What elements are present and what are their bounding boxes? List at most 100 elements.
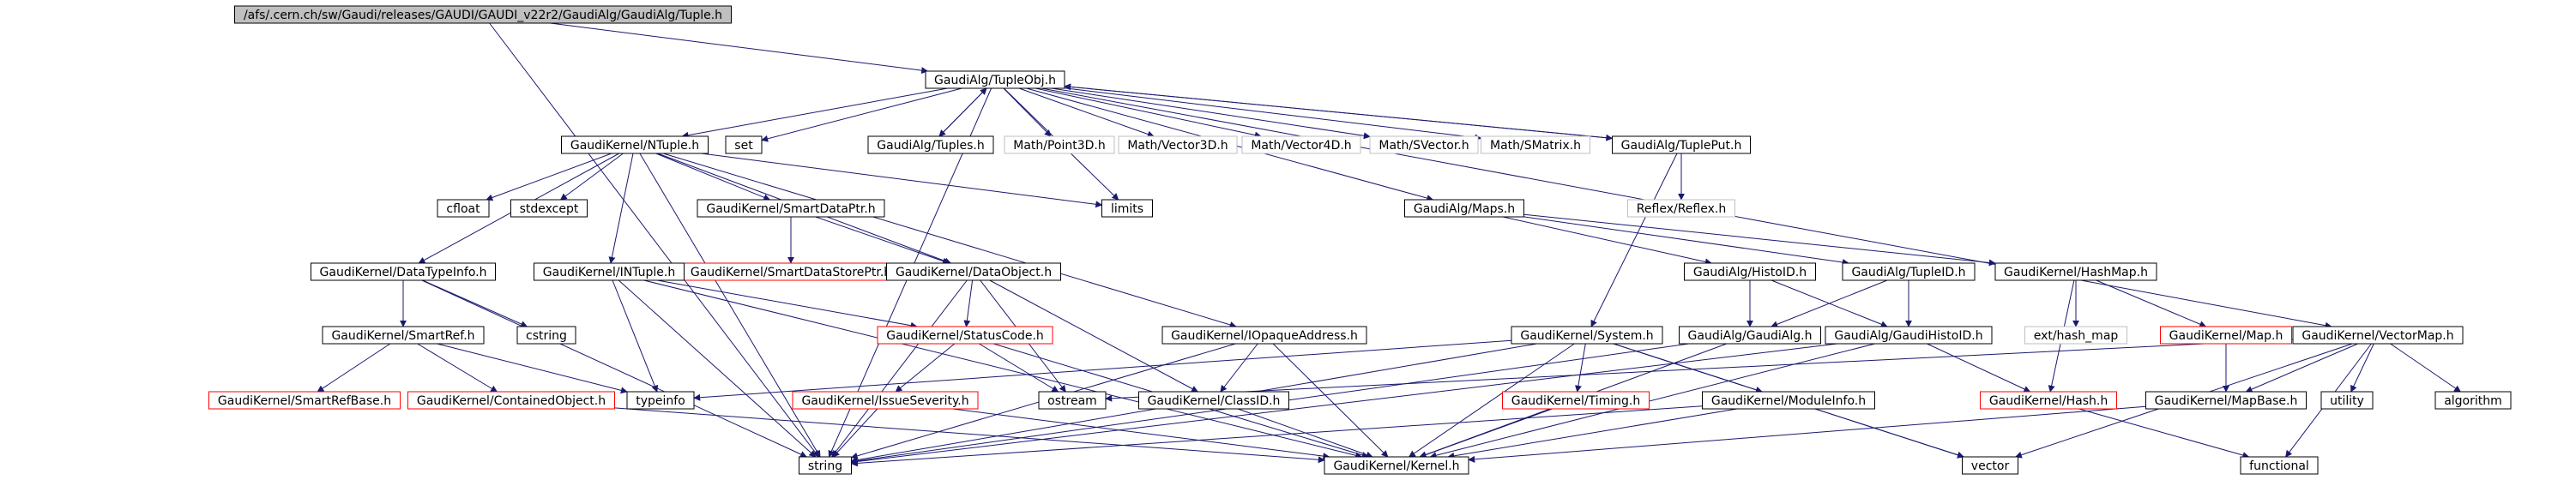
node-label-point3d: Math/Point3D.h: [1013, 139, 1106, 153]
node-label-tupleput: GaudiAlg/TuplePut.h: [1621, 139, 1742, 153]
edge-gaudihistoid-to-string: [850, 343, 1837, 465]
node-smatrix: Math/SMatrix.h: [1481, 135, 1590, 154]
edge-statuscode-to-issueseverity: [895, 343, 956, 393]
node-box-smartref: [322, 326, 485, 345]
edge-dataobject-to-string: [831, 279, 968, 458]
node-box-system: [1511, 326, 1663, 345]
node-box-mapbase: [2145, 391, 2307, 410]
node-ostream[interactable]: ostream: [1038, 391, 1107, 410]
node-label-gaudialg: GaudiAlg/GaudiAlg.h: [1688, 329, 1813, 343]
node-classid[interactable]: GaudiKernel/ClassID.h: [1138, 391, 1289, 410]
node-box-iopaque: [1161, 326, 1367, 345]
node-limits[interactable]: limits: [1101, 199, 1153, 218]
node-functional[interactable]: functional: [2240, 456, 2319, 475]
node-tupleid[interactable]: GaudiAlg/TupleID.h: [1842, 262, 1976, 281]
node-algorithm[interactable]: algorithm: [2434, 391, 2512, 410]
node-stdexcept[interactable]: stdexcept: [510, 199, 588, 218]
node-system[interactable]: GaudiKernel/System.h: [1511, 326, 1663, 345]
node-box-moduleinfo: [1702, 391, 1875, 410]
node-box-stdexcept: [510, 199, 588, 218]
node-label-limits: limits: [1111, 202, 1143, 216]
node-histoid[interactable]: GaudiAlg/HistoID.h: [1684, 262, 1816, 281]
node-reflex: Reflex/Reflex.h: [1627, 199, 1735, 218]
edge-intuple-to-kernel: [643, 279, 1363, 459]
node-statuscode[interactable]: GaudiKernel/StatusCode.h: [877, 326, 1053, 345]
node-vectormap[interactable]: GaudiKernel/VectorMap.h: [2292, 326, 2464, 345]
edge-root-to-tupleobj: [550, 22, 929, 75]
node-box-vector4d: [1241, 135, 1361, 154]
edge-tupleobj-to-smatrix: [1064, 87, 1482, 141]
node-smartdataptr[interactable]: GaudiKernel/SmartDataPtr.h: [697, 199, 885, 218]
edge-maps-to-histoid: [1502, 216, 1712, 266]
node-issueseverity[interactable]: GaudiKernel/IssueSeverity.h: [792, 391, 979, 410]
node-hashmap[interactable]: GaudiKernel/HashMap.h: [1994, 262, 2157, 281]
edge-tuples-to-tupleobj: [938, 87, 987, 137]
node-set[interactable]: set: [725, 135, 763, 154]
node-box-cfloat: [437, 199, 490, 218]
node-maps[interactable]: GaudiAlg/Maps.h: [1404, 199, 1524, 218]
node-typeinfo[interactable]: typeinfo: [626, 391, 695, 410]
node-label-stdexcept: stdexcept: [520, 202, 579, 216]
edge-vectormap-to-ostream: [1105, 339, 2294, 402]
node-label-intuple: GaudiKernel/INTuple.h: [543, 266, 675, 279]
node-exthashmap: ext/hash_map: [2024, 326, 2127, 345]
node-timing[interactable]: GaudiKernel/Timing.h: [1502, 391, 1650, 410]
node-vector[interactable]: vector: [1962, 456, 2018, 475]
node-map[interactable]: GaudiKernel/Map.h: [2160, 326, 2292, 345]
edge-moduleinfo-to-vector: [1814, 408, 1964, 459]
node-root[interactable]: /afs/.cern.ch/sw/Gaudi/releases/GAUDI/GA…: [234, 5, 732, 24]
node-box-limits: [1101, 199, 1153, 218]
node-tupleobj[interactable]: GaudiAlg/TupleObj.h: [925, 70, 1065, 89]
node-smartref[interactable]: GaudiKernel/SmartRef.h: [322, 326, 485, 345]
node-iopaque[interactable]: GaudiKernel/IOpaqueAddress.h: [1161, 326, 1367, 345]
node-label-vectormap: GaudiKernel/VectorMap.h: [2302, 329, 2453, 343]
node-ntuple[interactable]: GaudiKernel/NTuple.h: [561, 135, 709, 154]
node-utility[interactable]: utility: [2320, 391, 2374, 410]
node-box-vector: [1962, 456, 2018, 475]
node-label-smatrix: Math/SMatrix.h: [1490, 139, 1581, 153]
node-string[interactable]: string: [799, 456, 852, 475]
node-label-map: GaudiKernel/Map.h: [2169, 329, 2283, 343]
edge-ntuple-to-smartdataptr: [655, 153, 771, 201]
node-moduleinfo[interactable]: GaudiKernel/ModuleInfo.h: [1702, 391, 1875, 410]
node-box-timing: [1502, 391, 1650, 410]
node-label-gaudihistoid: GaudiAlg/GaudiHistoID.h: [1834, 329, 1982, 343]
node-box-datatypeinfo: [311, 262, 496, 281]
node-box-point3d: [1004, 135, 1115, 154]
node-box-ostream: [1038, 391, 1107, 410]
node-cstring[interactable]: cstring: [516, 326, 576, 345]
node-smartrefbase[interactable]: GaudiKernel/SmartRefBase.h: [208, 391, 401, 410]
node-dataobject[interactable]: GaudiKernel/DataObject.h: [886, 262, 1061, 281]
node-box-tupleobj: [925, 70, 1065, 89]
node-box-root: [234, 5, 732, 24]
node-box-hashmap: [1994, 262, 2157, 281]
node-label-tupleobj: GaudiAlg/TupleObj.h: [934, 74, 1056, 87]
edge-tupleid-to-gaudialg: [1771, 279, 1888, 328]
node-cfloat[interactable]: cfloat: [437, 199, 490, 218]
node-label-kernel: GaudiKernel/Kernel.h: [1333, 459, 1459, 473]
edge-tupleobj-to-set: [761, 87, 962, 142]
node-label-cfloat: cfloat: [446, 202, 480, 216]
node-label-exthashmap: ext/hash_map: [2034, 329, 2119, 343]
node-mapbase[interactable]: GaudiKernel/MapBase.h: [2145, 391, 2307, 410]
node-tuples[interactable]: GaudiAlg/Tuples.h: [867, 135, 994, 154]
node-gaudihistoid[interactable]: GaudiAlg/GaudiHistoID.h: [1825, 326, 1993, 345]
node-hash[interactable]: GaudiKernel/Hash.h: [1980, 391, 2117, 410]
node-smartdatastoreptr[interactable]: GaudiKernel/SmartDataStorePtr.h: [681, 262, 901, 281]
edge-system-to-kernel: [1408, 343, 1575, 458]
node-kernel[interactable]: GaudiKernel/Kernel.h: [1324, 456, 1469, 475]
edge-tupleobj-to-point3d: [1003, 87, 1052, 137]
node-box-statuscode: [877, 326, 1053, 345]
node-datatypeinfo[interactable]: GaudiKernel/DataTypeInfo.h: [311, 262, 496, 281]
node-tupleput[interactable]: GaudiAlg/TuplePut.h: [1612, 135, 1751, 154]
edge-issueseverity-to-kernel: [952, 408, 1330, 460]
edge-hashmap-to-map: [2096, 279, 2207, 327]
node-label-tuples: GaudiAlg/Tuples.h: [877, 139, 984, 153]
node-containedobject[interactable]: GaudiKernel/ContainedObject.h: [407, 391, 615, 410]
node-box-issueseverity: [792, 391, 979, 410]
node-label-system: GaudiKernel/System.h: [1520, 329, 1653, 343]
node-box-reflex: [1627, 199, 1735, 218]
node-intuple[interactable]: GaudiKernel/INTuple.h: [534, 262, 685, 281]
node-gaudialg[interactable]: GaudiAlg/GaudiAlg.h: [1679, 326, 1821, 345]
node-svector: Math/SVector.h: [1369, 135, 1479, 154]
